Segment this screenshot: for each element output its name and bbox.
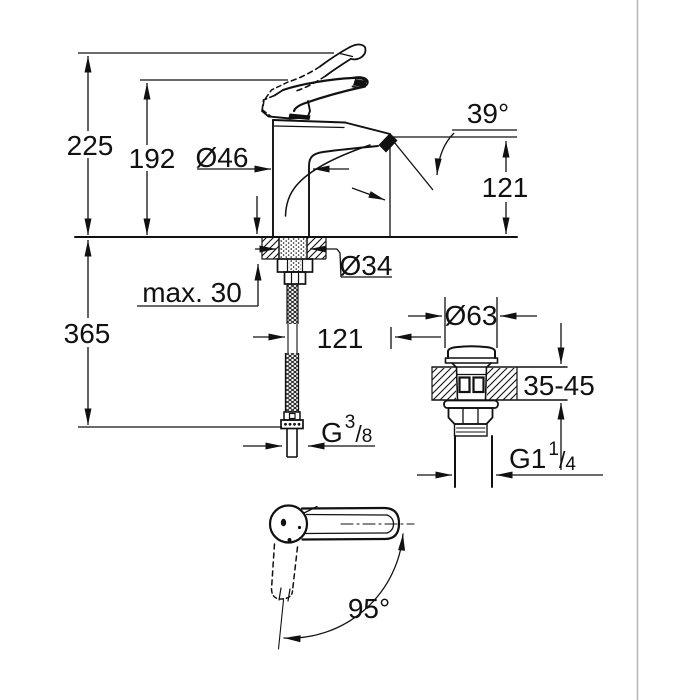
dim-shank-diameter-label: Ø34 [340,250,393,281]
waste-flange [443,399,499,409]
dimension-lines [78,52,603,479]
hose-end-tube [286,428,298,458]
raised-lever-tip [349,43,367,61]
dim-spout-reach-label: 121 [317,323,364,354]
dim-body-diameter-label: Ø46 [196,142,249,173]
handle-knob-dashed-edge [261,94,276,112]
faucet-cap-seam [273,125,345,129]
popup-waste-view [431,345,568,488]
handle-knob-dark-tick [288,113,311,120]
raised-lever-bottom-dashed [295,75,327,92]
raised-lever-tip-inner [339,52,354,58]
waste-tailpipe [454,435,493,488]
dim-spout-angle-label: 39° [467,98,509,129]
lever-bottom-edge [292,85,367,113]
basin-hatch-right [487,368,517,400]
waste-window-left [458,376,471,394]
dim-waste-cap-diameter-label: Ø63 [445,300,498,331]
handle-rotated-ghost [270,543,299,592]
dia34-leader [336,248,392,278]
lever-tip-face [353,79,367,87]
waste-hex-nut [447,407,494,425]
handle-knob-edge [273,89,284,97]
faucet-body-right-edge-and-spout-underside [308,145,379,237]
waste-cap-dome [447,345,496,359]
raised-lever-top-solid [319,46,351,68]
aerator-face [378,133,398,153]
mounting-nut-lower [283,271,307,285]
dim-waste-deck-range-label: 35-45 [523,370,595,401]
dim-overall-height-label: 225 [67,130,114,161]
waste-window-right [472,376,485,394]
hose-nut [280,419,304,430]
dim-lever-height-label: 192 [129,143,176,174]
hose-plain-section [287,324,298,353]
shank-sides [278,237,308,259]
spout-angle-slope [389,136,434,191]
dim-spout-height-label: 121 [482,172,529,203]
raised-lever-bottom-solid [324,57,352,77]
faucet-side-view [74,43,518,238]
spout-top-edge [344,121,391,135]
raised-lever-top-dashed [287,65,321,83]
waste-thread-collar [453,423,488,437]
shank-threads [280,238,306,258]
handle-pivot [268,504,309,544]
dim-hose-drop-label: 365 [64,318,111,349]
waste-body-sides [455,366,488,401]
swing-angle-leg [277,599,285,650]
spout-angle-arc [434,132,455,176]
swing-angle-arc [283,533,406,643]
basin-hatch-left [432,368,456,400]
supply-hose-braid [285,353,299,412]
handle-top-view [268,504,415,650]
threaded-rod [287,284,298,324]
faucet-cap-top [272,119,346,124]
handle-screw-hole [280,518,287,527]
dim-handle-swing-label: 95° [348,593,390,624]
dia63-extension-lines [444,297,498,348]
body-inner-curve [284,144,371,217]
raised-knob-ghost [261,81,289,117]
spout-tip-leader [351,187,386,201]
waste-cap-brim [444,357,499,364]
dim-max-deck-thickness-label: max. 30 [142,277,242,308]
